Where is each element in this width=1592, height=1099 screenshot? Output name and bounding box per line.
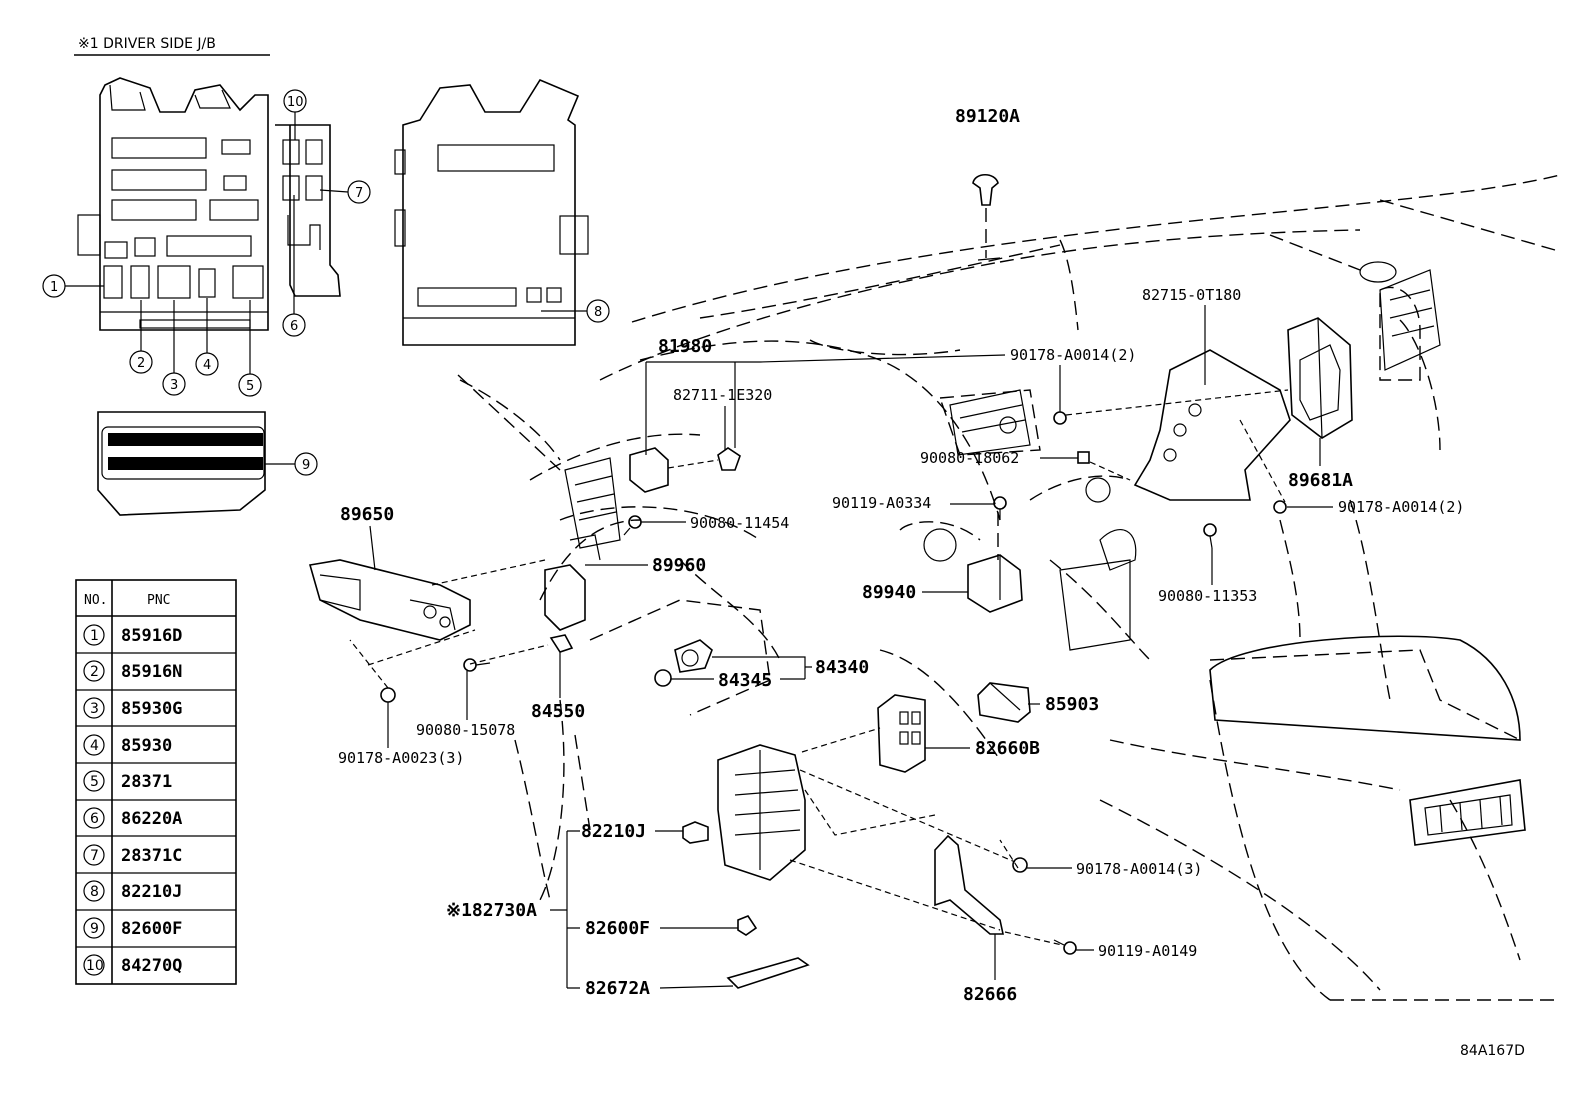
inset-title: ※1 DRIVER SIDE J/B <box>78 36 216 52</box>
callout-10: 10 <box>287 95 304 110</box>
bracket-89650 <box>308 559 471 641</box>
label-85903: 85903 <box>1045 694 1099 715</box>
assembly-lines <box>349 389 1289 946</box>
callout-4: 4 <box>203 358 211 373</box>
callout-8: 8 <box>594 305 602 320</box>
legend-no-3: 3 <box>90 701 99 717</box>
label-89940: 89940 <box>862 582 916 603</box>
junction-block-rear-view <box>394 78 589 346</box>
label-82210J: 82210J <box>581 821 646 842</box>
figure-code: 84A167D <box>1460 1043 1525 1059</box>
label-89650: 89650 <box>340 504 394 525</box>
callout-2: 2 <box>137 356 145 371</box>
label-82666: 82666 <box>963 984 1017 1005</box>
vehicle-solid-details <box>564 261 1526 846</box>
bracket-82666 <box>934 834 1004 935</box>
legend-no-6: 6 <box>90 811 99 827</box>
module-89940 <box>967 512 1023 613</box>
switch-84340 <box>549 634 713 687</box>
relay-81980 <box>629 447 741 493</box>
legend-col-pnc: PNC <box>147 593 170 608</box>
dashboard-outline <box>457 174 1561 1001</box>
label-84340: 84340 <box>815 657 869 678</box>
legend-pnc-8: 82210J <box>121 882 182 902</box>
cover-82672A <box>726 957 810 989</box>
legend-col-no: NO. <box>84 593 107 608</box>
label-82600F: 82600F <box>585 918 650 939</box>
legend-no-7: 7 <box>90 848 99 864</box>
label-82730A: ※182730A <box>446 900 537 921</box>
module-89960 <box>544 534 601 631</box>
label-89960: 89960 <box>652 555 706 576</box>
legend-pnc-3: 85930G <box>121 699 182 719</box>
part-labels: 89120A 82715-0T180 81980 90178-A0014(2) … <box>338 106 1464 1005</box>
pnc-legend-table: NO. PNC 1 85916D 2 85916N 3 85930G 4 859… <box>75 579 237 985</box>
label-90178-A0014-right: 90178-A0014(2) <box>1338 498 1464 516</box>
legend-no-10: 10 <box>86 958 104 974</box>
legend-pnc-4: 85930 <box>121 736 172 756</box>
label-81980: 81980 <box>658 336 712 357</box>
legend-no-1: 1 <box>90 628 99 644</box>
legend-pnc-2: 85916N <box>121 662 182 682</box>
callout-6: 6 <box>290 319 298 334</box>
legend-no-4: 4 <box>90 738 99 754</box>
label-82660B: 82660B <box>975 738 1040 759</box>
label-82672A: 82672A <box>585 978 650 999</box>
junction-block-front-view <box>77 77 341 331</box>
label-90080-15078: 90080-15078 <box>416 721 515 739</box>
label-90080-11353: 90080-11353 <box>1158 587 1257 605</box>
label-84345: 84345 <box>718 670 772 691</box>
junction-block-82730A <box>717 744 806 881</box>
label-90119-A0149: 90119-A0149 <box>1098 942 1197 960</box>
label-90080-11454: 90080-11454 <box>690 514 789 532</box>
connector-82210J <box>682 821 709 844</box>
inset-callouts: 1 2 3 4 5 6 7 8 9 10 <box>42 89 610 476</box>
label-90178-A0014-3: 90178-A0014(3) <box>1076 860 1202 878</box>
label-89681A: 89681A <box>1288 470 1353 491</box>
connector-block <box>97 411 266 516</box>
label-90080-18062: 90080-18062 <box>920 449 1019 467</box>
legend-pnc-1: 85916D <box>121 626 182 646</box>
legend-pnc-10: 84270Q <box>121 956 182 976</box>
callout-1: 1 <box>50 280 58 295</box>
callout-5: 5 <box>246 379 254 394</box>
label-82711-1E320: 82711-1E320 <box>673 386 772 404</box>
callout-7: 7 <box>355 186 363 201</box>
module-89681A <box>1287 317 1353 439</box>
legend-no-9: 9 <box>90 921 99 937</box>
label-90119-A0334: 90119-A0334 <box>832 494 931 512</box>
label-89120A: 89120A <box>955 106 1020 127</box>
label-90178-A0014-top: 90178-A0014(2) <box>1010 346 1136 364</box>
label-90178-A0023: 90178-A0023(3) <box>338 749 464 767</box>
relay-85903 <box>977 682 1031 723</box>
legend-no-2: 2 <box>90 664 99 680</box>
fuse-82600F <box>737 915 758 936</box>
block-82660B <box>877 694 926 773</box>
legend-pnc-6: 86220A <box>121 809 182 829</box>
legend-pnc-5: 28371 <box>121 772 172 792</box>
callout-9: 9 <box>302 458 310 473</box>
legend-no-5: 5 <box>90 774 99 790</box>
legend-pnc-7: 28371C <box>121 846 182 866</box>
label-84550: 84550 <box>531 701 585 722</box>
label-82715-0T180: 82715-0T180 <box>1142 286 1241 304</box>
clip-89120A <box>972 173 1001 261</box>
legend-no-8: 8 <box>90 884 99 900</box>
callout-3: 3 <box>170 378 178 393</box>
legend-pnc-9: 82600F <box>121 919 182 939</box>
bracket-82715 <box>1133 305 1291 501</box>
